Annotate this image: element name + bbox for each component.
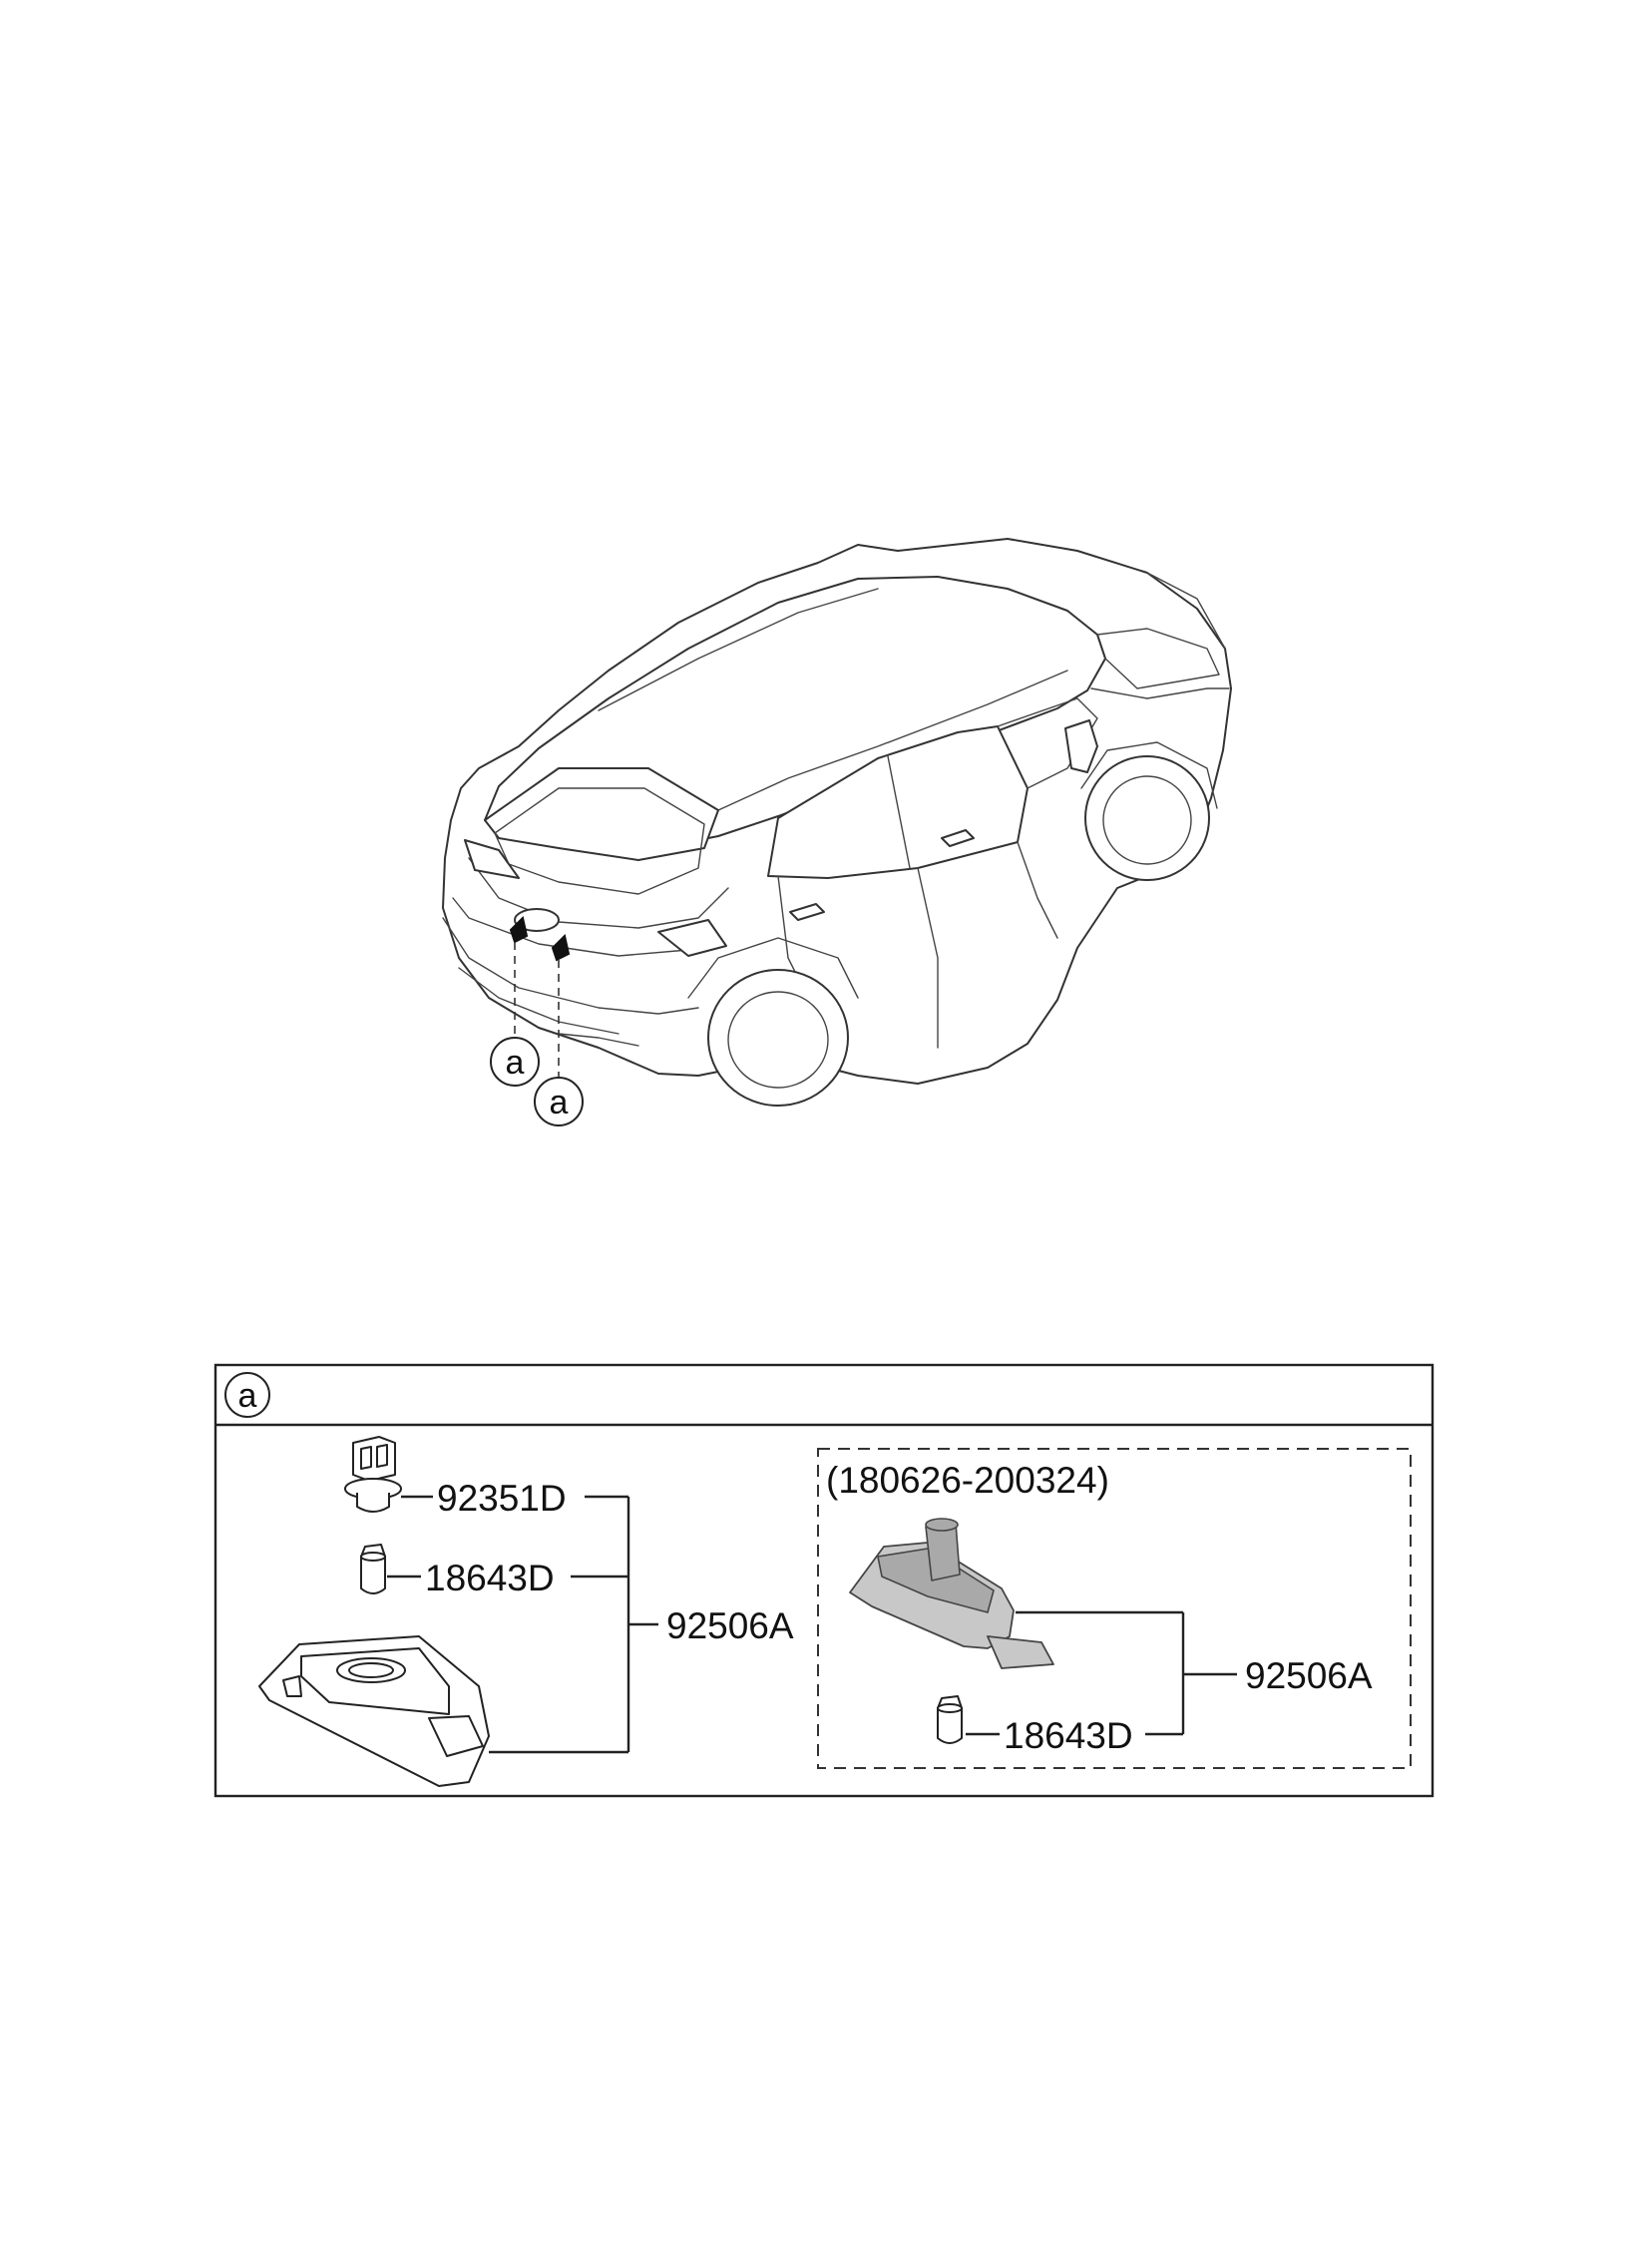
- socket-part-icon: [344, 1436, 402, 1513]
- bulb-part-right-icon: [937, 1695, 963, 1744]
- part-number-92351d: 92351D: [437, 1478, 567, 1519]
- assembly-number-92506a-right: 92506A: [1245, 1655, 1373, 1696]
- lamp-housing-left-icon: [258, 1635, 490, 1787]
- callout-a-left-label: a: [506, 1044, 525, 1082]
- left-group-leaders: [387, 1495, 658, 1754]
- callout-a-left: a: [490, 1037, 540, 1087]
- part-number-18643d-left: 18643D: [425, 1558, 555, 1598]
- detail-box: [213, 1363, 1435, 1798]
- detail-callout-a-label: a: [238, 1377, 257, 1415]
- date-range-dashed-box: [817, 1448, 1412, 1769]
- callout-a-right-label: a: [550, 1084, 569, 1122]
- detail-callout-a: a: [224, 1372, 270, 1418]
- assembly-number-92506a-left: 92506A: [666, 1605, 794, 1646]
- part-number-18643d-right: 18643D: [1004, 1715, 1133, 1756]
- lamp-housing-right-icon: [849, 1518, 1054, 1669]
- bulb-part-left-icon: [360, 1544, 386, 1594]
- license-lamp-marker-left: [509, 916, 529, 1038]
- license-lamp-marker-right: [551, 934, 571, 1078]
- vehicle-illustration: [442, 538, 1232, 1107]
- date-range-label: (180626-200324): [826, 1460, 1109, 1501]
- right-group-leaders: [966, 1610, 1237, 1736]
- callout-a-right: a: [534, 1077, 584, 1127]
